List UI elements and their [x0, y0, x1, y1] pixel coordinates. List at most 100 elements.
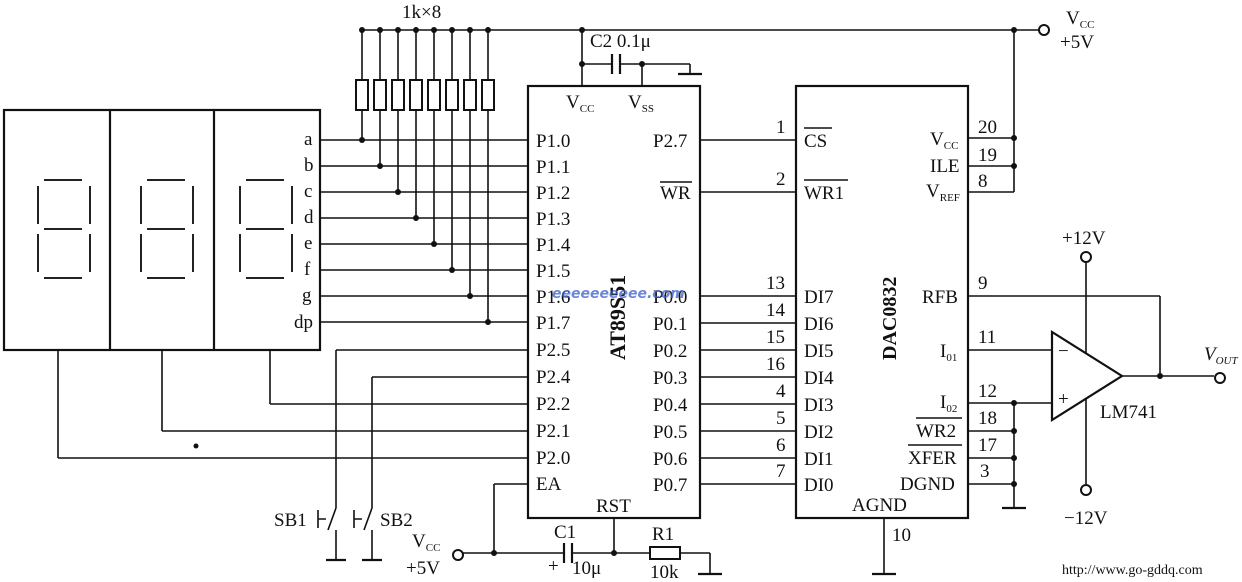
- mcu-pin-p0-7: P0.7: [653, 475, 687, 496]
- dac-pin-wr2: WR2: [916, 421, 956, 442]
- sb2-label: SB2: [380, 510, 413, 531]
- mcu-pin-rst: RST: [596, 496, 631, 517]
- reset-circuit: VCC +5V C1 + 10μ R1 10k: [406, 483, 722, 582]
- dac-pin-agnd: AGND: [852, 495, 907, 516]
- dac-pin-io1: I01: [940, 341, 957, 364]
- dac-pin-di4: DI4: [804, 368, 834, 389]
- mcu-pin-p2-0: P2.0: [536, 448, 570, 469]
- mcu-pin-p0-2: P0.2: [653, 341, 687, 362]
- vcc-left-value: +5V: [406, 558, 440, 579]
- vout-label: VOUT: [1204, 344, 1238, 367]
- dac-name: DAC0832: [879, 277, 901, 360]
- dac-right-wiring: 20 19 8 VCC +5V 9 11 12 18 17 3: [968, 8, 1161, 510]
- vcc-top-value: +5V: [1060, 32, 1094, 53]
- dac-pin-num-vref: 8: [978, 171, 988, 192]
- mcu-pin-p0-6: P0.6: [653, 449, 687, 470]
- dac-pin-ile: ILE: [930, 156, 960, 177]
- mcu-pin-p1-3: P1.3: [536, 209, 570, 230]
- dac-0832: CS WR1 DI7 DI6 DI5 DI4 DI3 DI2 DI1 DI0 D…: [794, 84, 970, 576]
- seg-label-g: g: [302, 285, 312, 306]
- r1-label: R1: [652, 524, 674, 545]
- dac-pin-num-ile: 19: [978, 145, 997, 166]
- opamp-lm741: − + LM741 +12V −12V VOUT: [1050, 228, 1238, 529]
- mcu-pin-p1-6: P1.6: [536, 287, 570, 308]
- c2-label: C2 0.1μ: [590, 31, 651, 52]
- dac-pin-rfb: RFB: [922, 287, 958, 308]
- dac-pin-di5: DI5: [804, 341, 834, 362]
- dac-pin-num-vcc: 20: [978, 117, 997, 138]
- dac-pin-num-xfer: 17: [978, 435, 997, 456]
- dac-pin-num-wr2: 18: [978, 408, 997, 429]
- dac-pin-cs: CS: [804, 131, 827, 152]
- dac-pin-num-di5: 15: [766, 327, 785, 348]
- dac-pin-xfer: XFER: [908, 448, 957, 469]
- dac-pin-di3: DI3: [804, 395, 834, 416]
- seg-label-a: a: [304, 129, 313, 150]
- dac-pin-di1: DI1: [804, 449, 834, 470]
- c1-plus: +: [548, 556, 559, 577]
- seg-label-b: b: [304, 155, 314, 176]
- dac-pin-num-io2: 12: [978, 381, 997, 402]
- dac-pin-wr1: WR1: [804, 183, 844, 204]
- dac-pin-num-agnd: 10: [892, 525, 911, 546]
- mcu-pin-p2-4: P2.4: [536, 367, 571, 388]
- dac-pin-num-di7: 13: [766, 273, 785, 294]
- dac-pin-num-rfb: 9: [978, 273, 988, 294]
- dac-pin-di7: DI7: [804, 287, 834, 308]
- dac-pin-num-di0: 7: [776, 461, 786, 482]
- dac-pin-num-dgnd: 3: [980, 461, 990, 482]
- mcu-pin-p2-7: P2.7: [653, 131, 687, 152]
- dac-pin-vcc: VCC: [930, 129, 958, 152]
- mcu-at89s51: VCC VSS AT89S51 P1.0 P1.1 P1.2 P1.3 P1.4…: [526, 84, 702, 520]
- dac-pin-num-wr1: 2: [776, 169, 786, 190]
- opamp-plus: +: [1058, 389, 1069, 410]
- seg-label-dp: dp: [294, 312, 313, 333]
- opamp-name: LM741: [1100, 402, 1157, 423]
- dac-pin-di0: DI0: [804, 475, 834, 496]
- neg12-label: −12V: [1064, 508, 1108, 529]
- mcu-pin-p0-5: P0.5: [653, 422, 687, 443]
- c1-label: C1: [554, 522, 576, 543]
- watermark: eeeeeeeeee.com: [552, 286, 685, 302]
- vcc-left-label: VCC: [412, 531, 440, 554]
- digit-select-lines: [57, 350, 528, 459]
- resistor-label: 1k×8: [402, 2, 441, 23]
- dac-pin-num-di3: 4: [776, 381, 786, 402]
- mcu-dac-bus: 1 2 13 14 15 16 4 5 6 7: [700, 117, 796, 485]
- dac-pin-di6: DI6: [804, 314, 834, 335]
- r1-value: 10k: [650, 562, 679, 582]
- mcu-pin-p2-1: P2.1: [536, 421, 570, 442]
- mcu-pin-p0-4: P0.4: [653, 395, 688, 416]
- seven-segment-display: a b c d e f g dp: [2, 108, 322, 352]
- mcu-vcc-label: VCC: [566, 92, 594, 115]
- dac-pin-num-cs: 1: [776, 117, 786, 138]
- mcu-pin-p1-1: P1.1: [536, 157, 570, 178]
- c1-value: 10μ: [572, 558, 601, 579]
- mcu-pin-p2-2: P2.2: [536, 394, 570, 415]
- mcu-pin-p1-4: P1.4: [536, 235, 571, 256]
- dac-pin-io2: I02: [940, 392, 957, 415]
- switches: SB1 SB2: [274, 349, 528, 562]
- mcu-name: AT89S51: [605, 275, 630, 360]
- sb1-label: SB1: [274, 510, 307, 531]
- seg-label-f: f: [304, 259, 311, 280]
- seg-label-d: d: [304, 207, 314, 228]
- dac-pin-num-di4: 16: [766, 354, 785, 375]
- switch-sb1: SB1: [274, 507, 337, 531]
- dac-pin-di2: DI2: [804, 422, 834, 443]
- seg-label-c: c: [304, 181, 312, 202]
- dac-pin-vref: VREF: [926, 181, 960, 204]
- switch-sb2: SB2: [353, 507, 413, 531]
- digit-1: [37, 179, 91, 279]
- resistor-columns: [355, 30, 495, 325]
- mcu-pin-p0-0: P0.0: [653, 287, 687, 308]
- footer-url: http://www.go-gddq.com: [1062, 563, 1203, 578]
- mcu-pin-p1-5: P1.5: [536, 261, 570, 282]
- dac-pin-num-io1: 11: [978, 327, 996, 348]
- dac-pin-num-di1: 6: [776, 435, 786, 456]
- dac-pin-num-di6: 14: [766, 300, 786, 321]
- segment-bus: [320, 139, 528, 323]
- mcu-pin-p1-0: P1.0: [536, 131, 570, 152]
- mcu-pin-ea: EA: [536, 474, 562, 495]
